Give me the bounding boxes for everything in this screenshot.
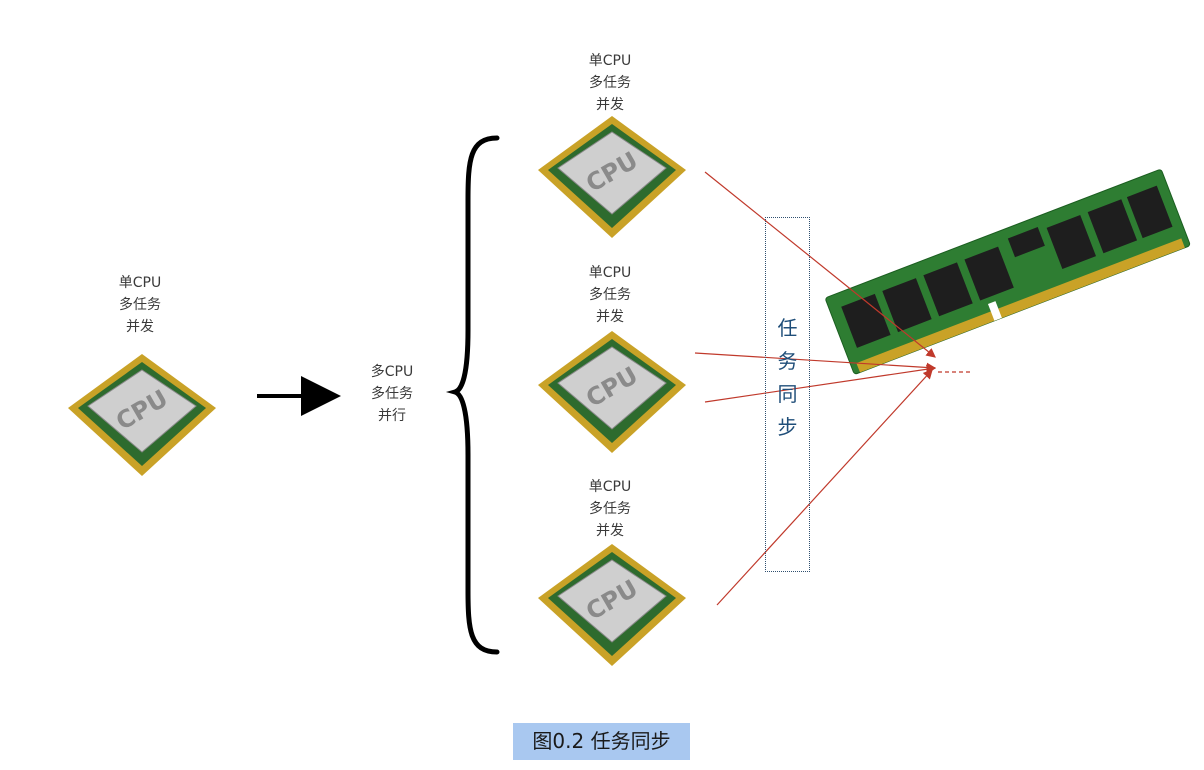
label-line: 多CPU	[370, 364, 414, 380]
label-line: 多任务	[589, 501, 631, 517]
label-line: 多任务	[589, 287, 631, 303]
sync-char: 任	[777, 316, 798, 340]
label-line: 单CPU	[588, 479, 632, 495]
label-line: 多任务	[371, 386, 413, 402]
figure-caption: 图0.2 任务同步	[513, 723, 690, 760]
sync-char: 务	[777, 349, 798, 373]
label-line: 并发	[596, 523, 624, 539]
label-line: 并行	[378, 408, 406, 424]
cpu-group-label-3: 单CPU 多任务 并发	[565, 476, 655, 542]
connector-middle-2	[704, 364, 937, 403]
cpu-chip-2: CPU	[538, 331, 686, 453]
curly-brace	[445, 135, 500, 655]
cpu-group-label-2: 单CPU 多任务 并发	[565, 262, 655, 328]
label-line: 单CPU	[118, 275, 162, 291]
sync-connectors	[694, 171, 972, 606]
connector-top	[704, 171, 936, 358]
cpu-group-label-1: 单CPU 多任务 并发	[565, 50, 655, 116]
cpu-chip-3: CPU	[538, 544, 686, 666]
task-sync-label: 任 务 同 步	[765, 312, 810, 444]
sync-char: 步	[777, 415, 798, 439]
label-line: 单CPU	[588, 53, 632, 69]
cpu-chip-1: CPU	[538, 116, 686, 238]
memory-module	[825, 169, 1191, 375]
label-line: 多任务	[589, 75, 631, 91]
label-line: 并发	[596, 309, 624, 325]
task-sync-box	[765, 217, 810, 572]
connector-middle-1	[694, 352, 937, 373]
cpu-chip-single: CPU	[68, 354, 216, 476]
multi-cpu-label: 多CPU 多任务 并行	[347, 361, 437, 427]
label-line: 单CPU	[588, 265, 632, 281]
label-line: 并发	[126, 319, 154, 335]
connector-bottom	[716, 369, 933, 606]
label-line: 多任务	[119, 297, 161, 313]
single-cpu-label: 单CPU 多任务 并发	[95, 272, 185, 338]
sync-char: 同	[777, 382, 798, 406]
label-line: 并发	[596, 97, 624, 113]
